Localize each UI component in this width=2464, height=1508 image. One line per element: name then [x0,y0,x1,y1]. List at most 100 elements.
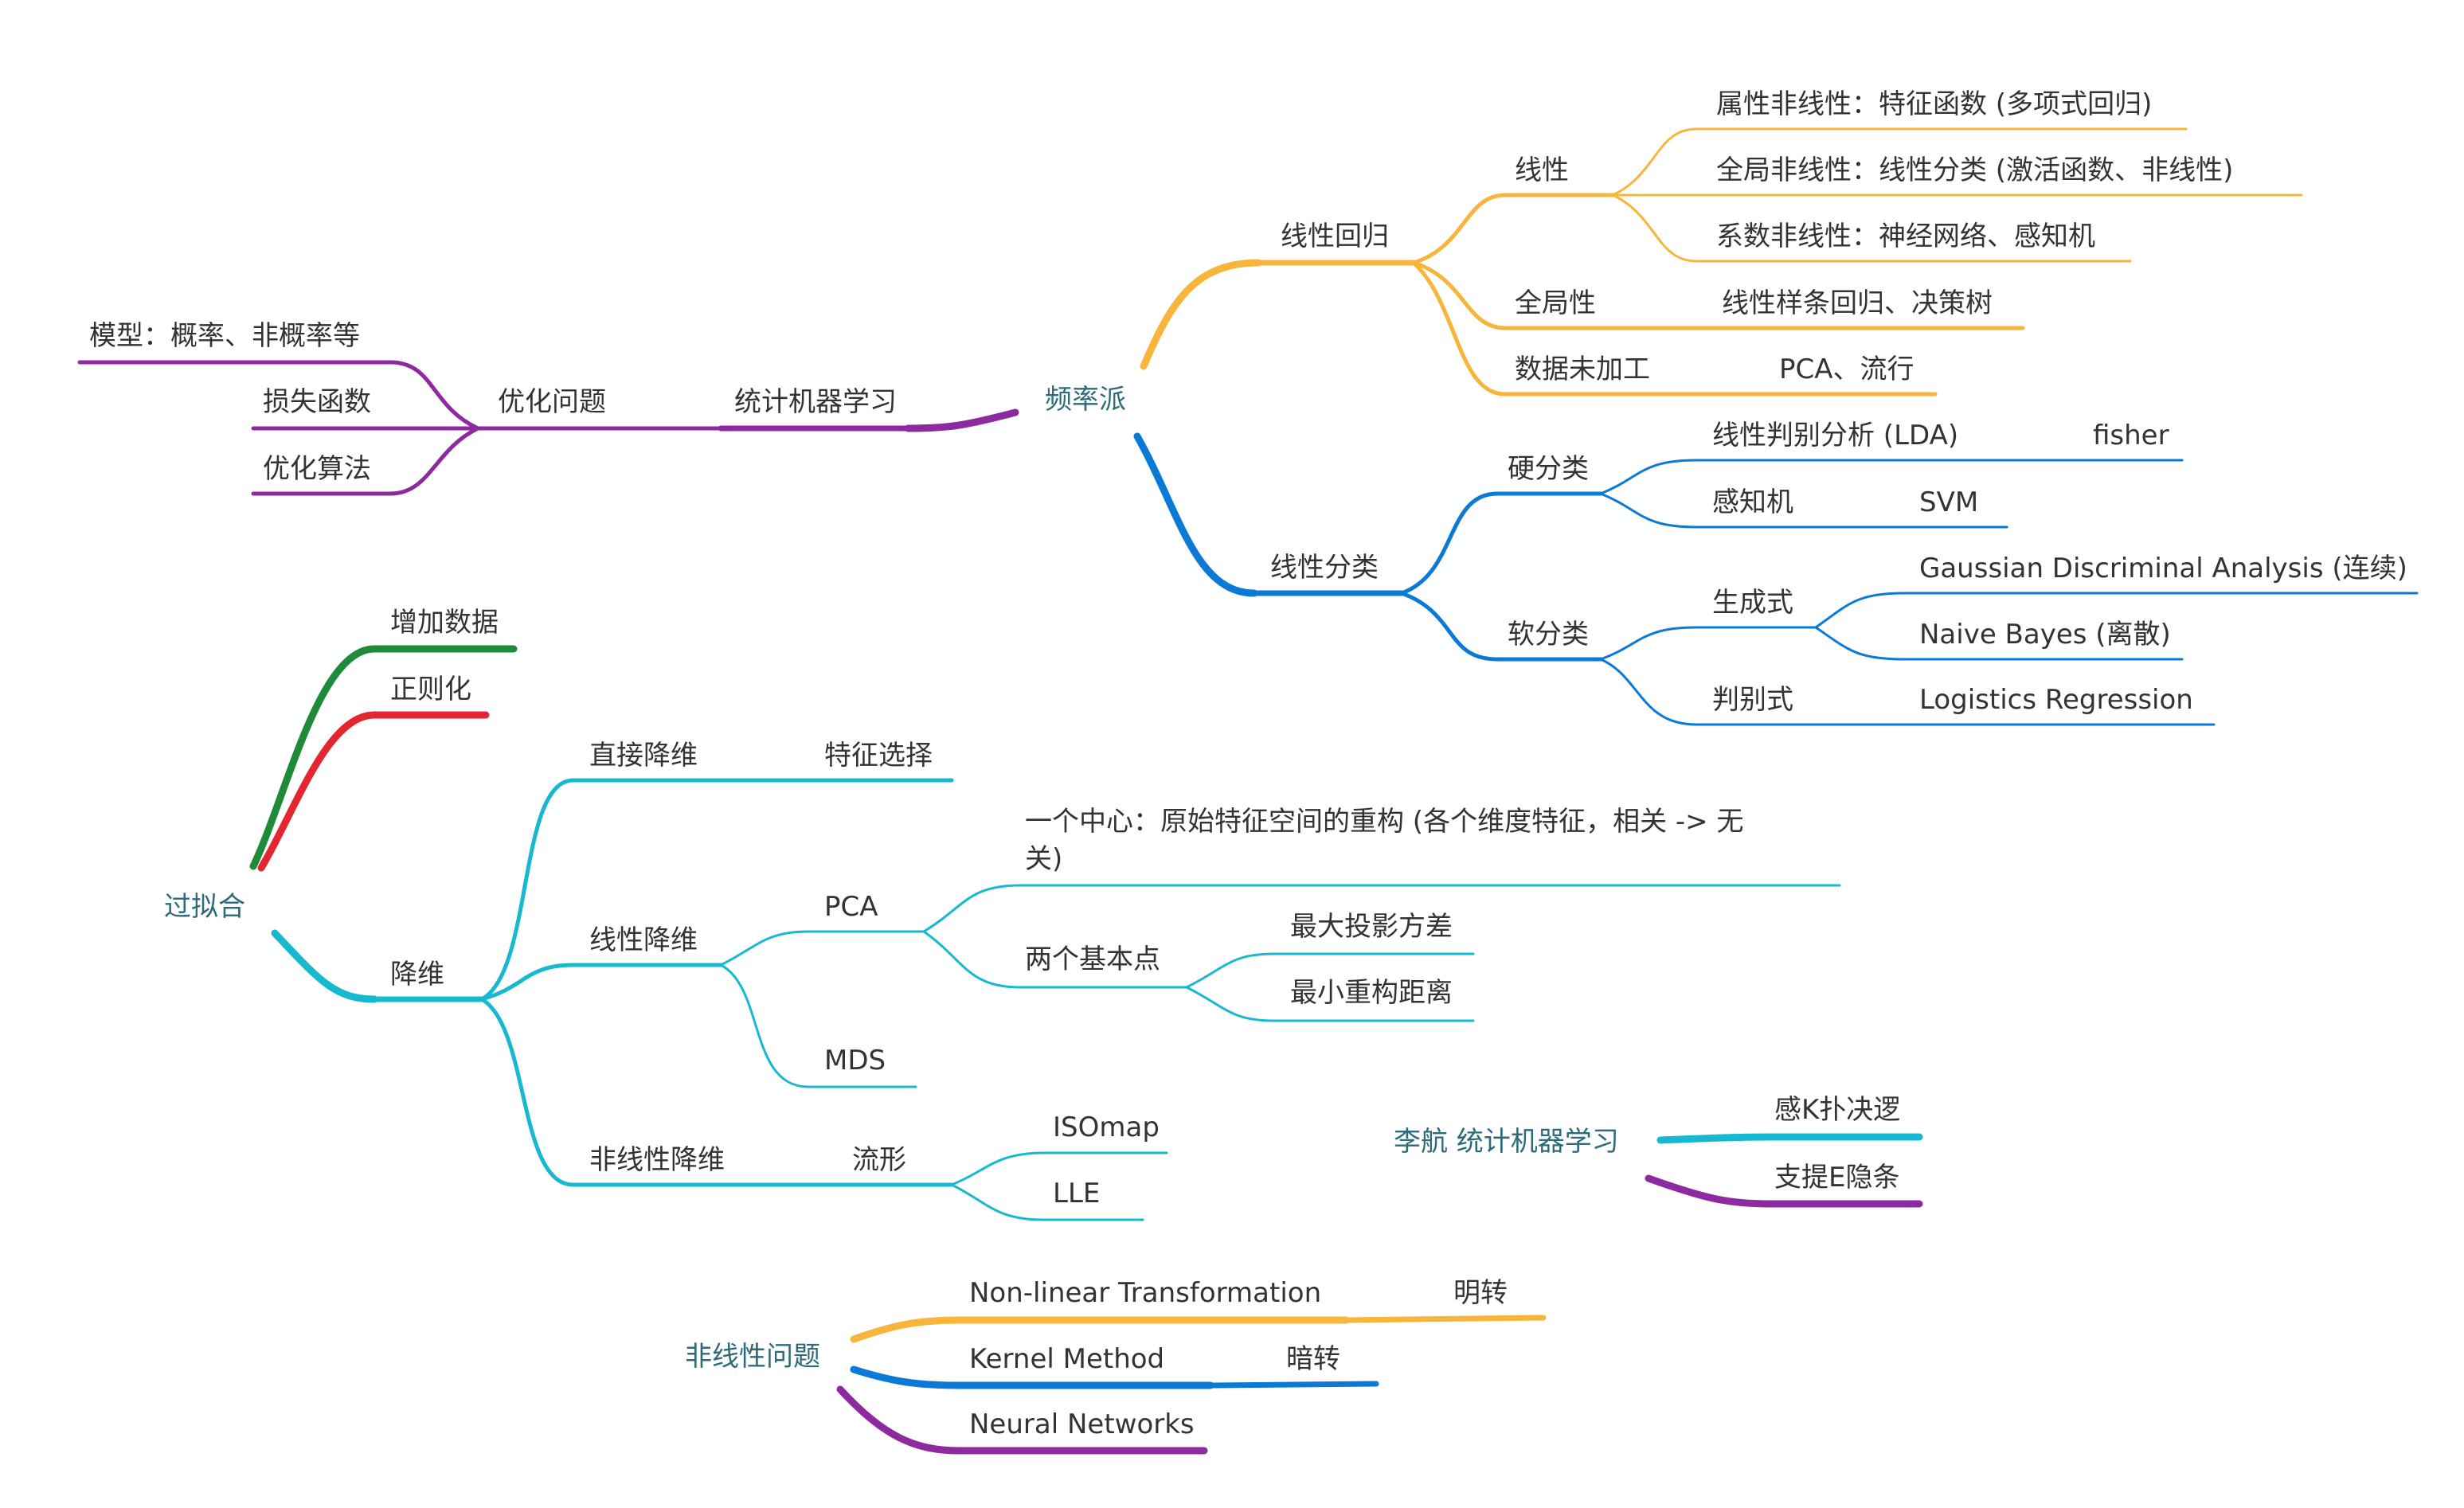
connector-curve [1599,492,1698,529]
node-mnemonic-2: 支提E隐条 [1774,1162,1899,1194]
connector-curve [904,408,1019,432]
connector-curve [719,930,810,967]
connector-curve [1140,259,1262,370]
node-attribute-nonlinear: 属性非线性：特征函数 (多项式回归) [1716,88,2152,120]
connector-curve [388,426,480,496]
connector-curve [1411,260,1508,397]
node-neural-networks: Neural Networks [969,1408,1195,1440]
connector-curve [388,360,480,431]
branch-dim-reduction [271,778,1841,1221]
connector-curve [850,1316,964,1343]
branch-overfitting-data [249,645,518,872]
root-overfitting: 过拟合 [164,891,245,923]
node-pca-manifold: PCA、流行 [1779,354,1914,385]
connector-curve [719,963,810,1088]
node-spline-tree: 线性样条回归、决策树 [1722,287,1993,319]
node-logistic-regression: Logistics Regression [1919,684,2193,716]
node-perceptron: 感知机 [1712,486,1793,518]
connector-curve [1399,591,1500,662]
node-gda: Gaussian Discriminal Analysis (连续) [1919,553,2407,584]
node-linear: 线性 [1515,154,1569,186]
node-soft-classification: 软分类 [1508,619,1589,650]
node-mnemonic-1: 感K扑决逻 [1774,1094,1900,1126]
connector-curve [922,884,1021,933]
connector-curve [1814,626,1905,661]
branch-linear-classification [1133,432,2419,726]
connector-curve [479,997,576,1187]
connector-curve [922,930,1021,989]
node-underline [1207,1381,1379,1389]
connector-curve [249,645,378,870]
connector-curve [479,963,576,1002]
connector-curve [1399,491,1500,596]
node-two-points: 两个基本点 [1025,943,1160,975]
node-manifold: 流形 [852,1144,906,1176]
node-model: 模型：概率、非概率等 [89,320,360,352]
node-global-nonlinear: 全局非线性：线性分类 (激活函数、非线性) [1716,154,2233,186]
connector-curve [1814,592,1905,629]
connector-curve [850,1365,964,1389]
connector-curve [1645,1174,1772,1208]
node-feature-selection: 特征选择 [824,740,933,772]
connector-curve [479,778,576,1002]
node-lle: LLE [1053,1178,1100,1209]
connector-curve [1599,658,1698,726]
connector-curve [1656,1133,1772,1144]
node-fisher: fisher [2093,420,2169,451]
branch-linear-regression [1140,127,2303,397]
connector-curve [257,711,378,872]
node-direct-reduction: 直接降维 [589,740,698,772]
node-more-data: 增加数据 [390,607,499,639]
node-dim-reduction: 降维 [390,959,444,990]
connector-curve [271,929,378,1003]
node-naive-bayes: Naive Bayes (离散) [1919,619,2171,650]
connector-curve [1599,626,1698,661]
node-linear-regression: 线性回归 [1281,221,1389,252]
node-statistical-ml: 统计机器学习 [734,386,897,418]
node-loss-function: 损失函数 [263,386,371,418]
node-max-variance: 最大投影方差 [1290,911,1453,943]
root-frequentist: 频率派 [1045,384,1126,416]
node-generative: 生成式 [1712,587,1793,619]
branch-nonlinear-problem [836,1315,1547,1455]
node-raw-data: 数据未加工 [1515,354,1650,385]
connector-curve [1133,432,1258,597]
node-svm: SVM [1919,486,1978,518]
node-hard-classification: 硬分类 [1508,453,1589,485]
node-nonlinear-reduction: 非线性降维 [589,1144,725,1176]
connector-curve [1185,986,1276,1022]
node-one-center-line2: 关) [1025,843,1062,875]
node-underline [1343,1315,1547,1323]
node-implicit-transform: 暗转 [1286,1343,1340,1375]
node-explicit-transform: 明转 [1453,1277,1508,1309]
node-pca: PCA [824,891,878,923]
connector-curve [1411,193,1508,265]
connector-curve [1599,459,1698,495]
node-min-reconstruction: 最小重构距离 [1290,977,1453,1009]
node-linear-classification: 线性分类 [1270,552,1379,584]
branch-lihang [1645,1133,1923,1208]
root-nonlinear-problem: 非线性问题 [685,1341,820,1373]
branch-statistical-ml [77,360,1019,496]
node-optimization-algorithm: 优化算法 [263,453,371,485]
node-linear-reduction: 线性降维 [589,924,698,956]
connector-curve [1611,193,1698,263]
node-isomap: ISOmap [1053,1111,1160,1143]
node-discriminative: 判别式 [1712,684,1793,716]
node-coefficient-nonlinear: 系数非线性：神经网络、感知机 [1716,221,2095,252]
node-nonlinear-transformation: Non-linear Transformation [969,1277,1321,1309]
connector-curve [1611,127,1698,197]
connector-curve [1185,952,1276,989]
node-optimization-problem: 优化问题 [498,386,606,418]
connector-curve [950,1183,1045,1221]
connector-curve [1411,260,1508,330]
node-kernel-method: Kernel Method [969,1343,1164,1375]
connector-curve [950,1151,1045,1186]
node-one-center: 一个中心：原始特征空间的重构 (各个维度特征，相关 -> 无 [1025,806,1743,838]
node-regularization: 正则化 [390,674,471,705]
node-lda: 线性判别分析 (LDA) [1712,420,1958,451]
node-global: 全局性 [1515,287,1596,319]
node-mds: MDS [824,1045,886,1076]
connector-curve [836,1385,964,1455]
